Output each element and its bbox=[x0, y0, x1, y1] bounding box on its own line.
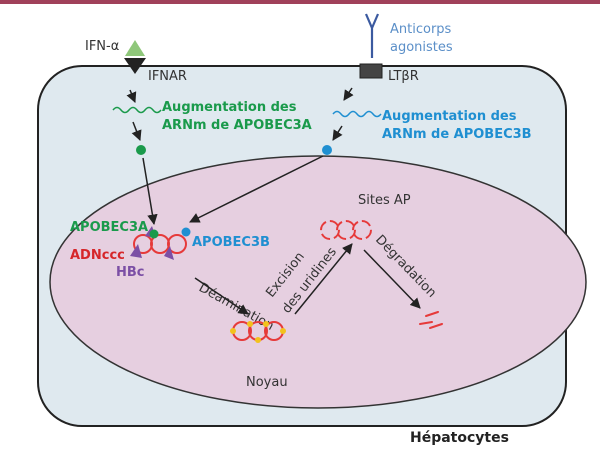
noyau-label: Noyau bbox=[246, 375, 288, 390]
uracil-dot-3 bbox=[255, 337, 261, 343]
fragment-3 bbox=[429, 323, 443, 329]
deaminated-cccdna bbox=[230, 321, 286, 343]
arrow-mrna-b-to-protein bbox=[332, 125, 343, 141]
hbc-triangle-3 bbox=[164, 246, 174, 260]
cccdna-ring-3 bbox=[167, 234, 187, 254]
ifn-alpha-label: IFN-α bbox=[85, 39, 119, 54]
mrna-apobec3b-icon bbox=[332, 110, 382, 118]
uracil-dot-5 bbox=[280, 328, 286, 334]
arrow-apobec3a-to-dna bbox=[142, 157, 158, 226]
antibody-icon bbox=[364, 13, 380, 58]
anticorps-label-line2: agonistes bbox=[390, 40, 453, 55]
arrow-deamination bbox=[194, 277, 249, 315]
nucleus bbox=[49, 155, 587, 409]
fragment-1 bbox=[425, 311, 439, 317]
fragment-2 bbox=[419, 321, 433, 325]
ap-sites-dna bbox=[320, 220, 372, 240]
arrow-ltbr-to-mrna bbox=[343, 87, 354, 101]
hbc-label: HBc bbox=[116, 265, 145, 280]
anticorps-label-line1: Anticorps bbox=[390, 22, 452, 37]
apobec3b-label: APOBEC3B bbox=[192, 235, 270, 250]
arrow-ifnar-to-mrna bbox=[126, 89, 137, 103]
augmentation-b-line1: Augmentation des bbox=[382, 109, 517, 124]
augmentation-b-line2: ARNm de APOBEC3B bbox=[382, 127, 532, 142]
apobec3a-protein-dot bbox=[136, 145, 146, 155]
uracil-dot-1 bbox=[230, 328, 236, 334]
ap-ring-2 bbox=[336, 220, 356, 240]
sites-ap-label: Sites AP bbox=[358, 193, 411, 208]
mrna-apobec3a-icon bbox=[112, 106, 162, 114]
uracil-dot-4 bbox=[263, 321, 269, 327]
top-bar bbox=[0, 0, 600, 4]
apobec3a-bound-dot bbox=[149, 229, 159, 239]
arrow-mrna-a-to-protein bbox=[131, 121, 142, 141]
apobec3b-protein-dot bbox=[322, 145, 332, 155]
augmentation-a-line1: Augmentation des bbox=[162, 100, 297, 115]
hbc-triangle-1 bbox=[130, 244, 142, 258]
ifnar-label: IFNAR bbox=[148, 69, 187, 84]
arrow-excision bbox=[294, 243, 353, 315]
hepatocytes-label: Hépatocytes bbox=[410, 430, 509, 446]
apobec3a-label: APOBEC3A bbox=[70, 220, 148, 235]
ap-ring-1 bbox=[320, 220, 340, 240]
arrow-apobec3b-to-dna bbox=[189, 155, 324, 223]
uracil-dot-2 bbox=[247, 321, 253, 327]
degraded-fragments bbox=[419, 311, 443, 329]
ap-ring-3 bbox=[352, 220, 372, 240]
ltbr-label: LTβR bbox=[388, 69, 419, 84]
ifn-alpha-ligand-icon bbox=[125, 40, 145, 56]
cccdna-complex bbox=[130, 226, 191, 260]
arrow-degradation bbox=[363, 249, 421, 309]
ltbr-receptor-icon bbox=[359, 63, 383, 79]
ifnar-receptor-icon bbox=[124, 58, 146, 74]
augmentation-a-line2: ARNm de APOBEC3A bbox=[162, 118, 312, 133]
adnccc-label: ADNccc bbox=[70, 248, 125, 263]
apobec3b-bound-dot bbox=[181, 227, 191, 237]
